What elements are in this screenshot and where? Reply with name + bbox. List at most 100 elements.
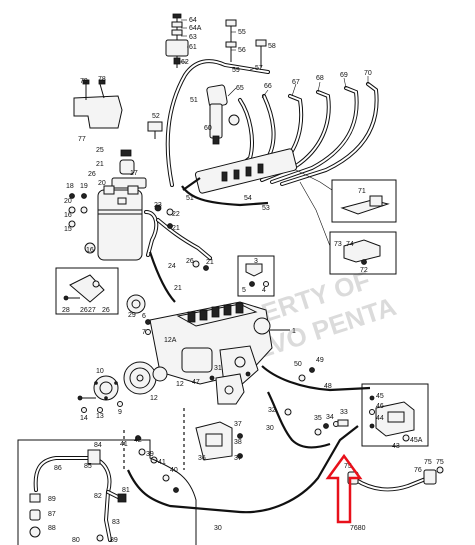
callout-75-c: 75 [344, 463, 352, 470]
callout-17: 17 [130, 170, 138, 177]
drive-gear-12a [123, 361, 168, 395]
callout-4: 4 [262, 287, 266, 294]
small-hardware-13-19 [77, 319, 151, 413]
callout-2-line: 21 [174, 285, 182, 292]
callout-59: 59 [232, 67, 240, 74]
callout-75-a: 75 [424, 459, 432, 466]
bracket-assembly-43 [361, 383, 429, 447]
hardware-32-35 [284, 408, 349, 436]
callout-31: 31 [214, 365, 222, 372]
callout-53: 53 [262, 205, 270, 212]
callout-42: 42 [134, 437, 142, 444]
callout-44: 44 [376, 415, 384, 422]
callout-26: 26 [186, 258, 194, 265]
pipe-clamps [221, 163, 264, 182]
callout-35: 35 [314, 415, 322, 422]
callout-14: 14 [80, 415, 88, 422]
callout-48: 48 [324, 383, 332, 390]
callout-13: 13 [96, 413, 104, 420]
callout-12-b: 12 [176, 381, 184, 388]
inset-box-left [55, 267, 119, 315]
callout-26-inset: 26 [80, 307, 88, 314]
injector-nozzle [206, 84, 240, 145]
callout-45: 45 [376, 393, 384, 400]
callout-71: 71 [358, 188, 366, 195]
inset-box-73 [329, 231, 397, 275]
filter-to-pump-pipe [144, 210, 212, 303]
inset-box-71 [331, 179, 397, 223]
pointer-lines-insets [295, 169, 333, 247]
coupling-29 [126, 294, 146, 314]
callout-82: 82 [94, 493, 102, 500]
callout-9: 9 [118, 409, 122, 416]
callout-21-a: 21 [96, 161, 104, 168]
callout-7: 7 [142, 329, 146, 336]
callout-85: 85 [84, 463, 92, 470]
callout-50: 50 [294, 361, 302, 368]
callout-77: 77 [78, 136, 86, 143]
callout-62: 62 [181, 59, 189, 66]
callout-52: 52 [152, 113, 160, 120]
callout-78: 78 [98, 76, 106, 83]
filter-fittings-left [68, 193, 127, 228]
callout-12a: 12A [164, 337, 177, 344]
leader-lines [180, 19, 369, 99]
banjo-fittings-22 [154, 204, 209, 271]
main-fuel-line-30 [126, 425, 359, 514]
callout-23: 23 [154, 202, 162, 209]
callout-30: 30 [214, 525, 222, 532]
callout-3: 3 [254, 258, 258, 265]
callout-87: 87 [48, 511, 56, 518]
callout-55: 55 [238, 29, 246, 36]
callout-64: 64 [189, 17, 197, 24]
callout-65: 65 [236, 85, 244, 92]
return-pipe-30 [267, 391, 331, 449]
return-pipe-51 [181, 177, 269, 207]
callout-58: 58 [268, 43, 276, 50]
callout-numbers: 64 64A 63 61 62 55 56 58 59 57 65 66 67 … [48, 17, 444, 544]
callout-24: 24 [168, 263, 176, 270]
feed-pump-31 [209, 371, 251, 405]
callout-60: 60 [204, 125, 212, 132]
callout-47: 47 [192, 379, 200, 386]
callout-18: 18 [66, 183, 74, 190]
inset-box-right [237, 255, 275, 297]
callout-76: 76 [414, 467, 422, 474]
callout-70: 70 [364, 70, 372, 77]
callout-20-b: 20 [64, 198, 72, 205]
callout-88: 88 [48, 525, 56, 532]
callout-5: 5 [242, 287, 246, 294]
callout-6: 6 [142, 313, 146, 320]
drive-flange-10 [93, 375, 119, 401]
callout-43: 43 [392, 443, 400, 450]
injector-bracket-assembly [165, 13, 267, 68]
callout-89: 89 [48, 496, 56, 503]
red-highlight-arrow [325, 453, 363, 524]
callout-36: 36 [198, 455, 206, 462]
callout-63: 63 [189, 34, 197, 41]
callout-56: 56 [238, 47, 246, 54]
callout-22: 22 [172, 211, 180, 218]
callout-46: 46 [376, 403, 384, 410]
callout-27: 27 [88, 307, 96, 314]
callout-41: 41 [120, 441, 128, 448]
leak-off-pipe [165, 59, 270, 187]
callout-38: 38 [234, 439, 242, 446]
callout-80: 80 [72, 537, 80, 544]
callout-66: 66 [264, 83, 272, 90]
callout-28: 28 [62, 307, 70, 314]
callout-72: 72 [360, 267, 368, 274]
callout-69: 69 [340, 72, 348, 79]
callout-84: 84 [94, 442, 102, 449]
callout-16-b: 16 [86, 247, 94, 254]
callout-33: 33 [340, 409, 348, 416]
callout-12: 12 [150, 395, 158, 402]
callout-10: 10 [96, 368, 104, 375]
callout-73: 73 [334, 241, 342, 248]
callout-37: 37 [234, 421, 242, 428]
callout-81: 81 [122, 487, 130, 494]
callout-74: 74 [346, 241, 354, 248]
callout-86: 86 [54, 465, 62, 472]
callout-49: 49 [316, 357, 324, 364]
callout-79: 79 [80, 78, 88, 85]
